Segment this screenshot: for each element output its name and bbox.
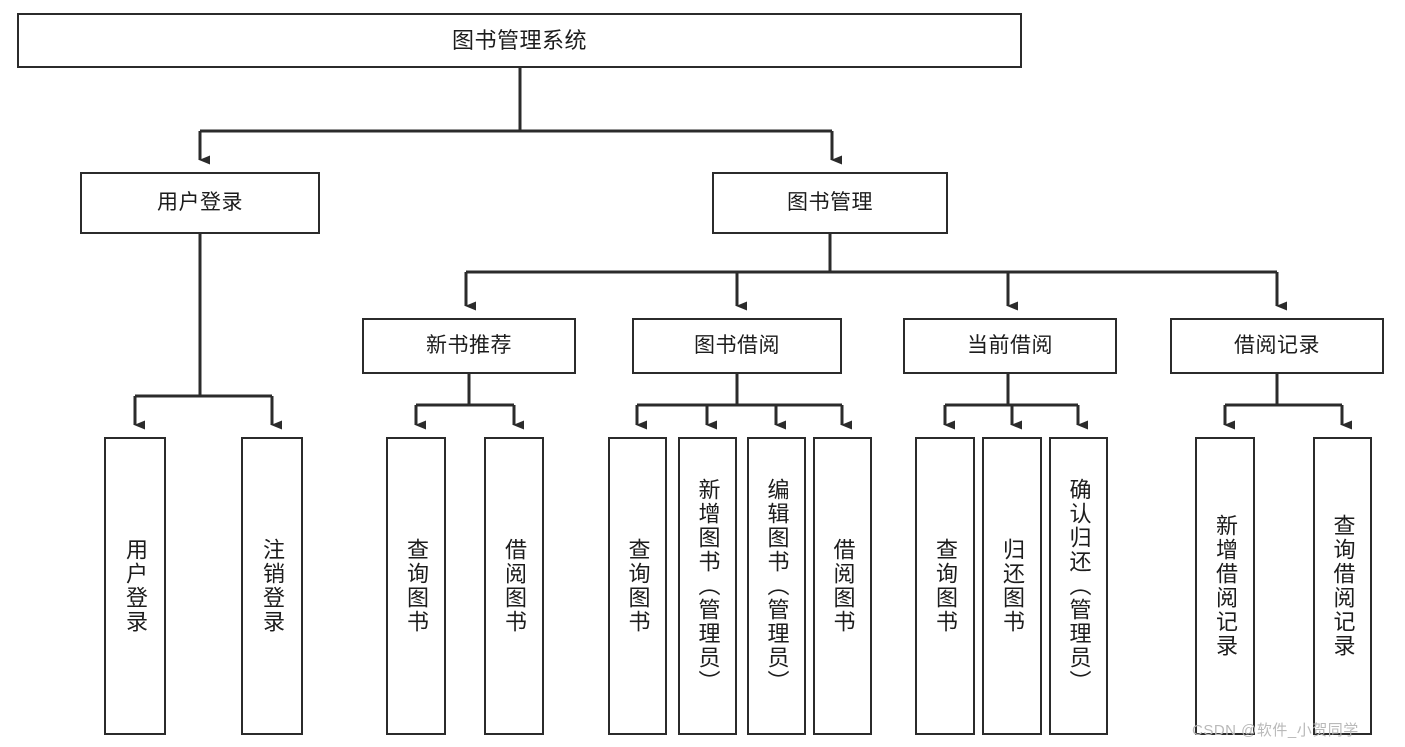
node-label: 归还图书	[1000, 538, 1025, 634]
leaf-user-login[interactable]: 用户登录	[104, 437, 166, 735]
node-label: 确认归还（管理员）	[1066, 478, 1092, 694]
node-user-login[interactable]: 用户登录	[80, 172, 320, 234]
node-label: 查询图书	[625, 538, 651, 634]
node-label: 查询图书	[404, 538, 429, 634]
node-label: 查询借阅记录	[1330, 514, 1356, 658]
leaf-borrow-book[interactable]: 借阅图书	[813, 437, 872, 735]
connector-newbook-to-leaves	[414, 374, 524, 430]
node-borrow-records[interactable]: 借阅记录	[1170, 318, 1384, 374]
node-label: 查询图书	[933, 538, 958, 634]
node-label: 注销登录	[260, 538, 285, 634]
node-root-system[interactable]: 图书管理系统	[17, 13, 1022, 68]
leaf-edit-book-admin[interactable]: 编辑图书（管理员）	[747, 437, 806, 735]
node-label: 借阅图书	[830, 538, 856, 634]
leaf-query-book-current[interactable]: 查询图书	[915, 437, 975, 735]
node-label: 新增借阅记录	[1213, 514, 1238, 658]
csdn-watermark: CSDN @软件_小贺同学	[1192, 722, 1359, 739]
leaf-query-book-newbook[interactable]: 查询图书	[386, 437, 446, 735]
node-current-borrow[interactable]: 当前借阅	[903, 318, 1117, 374]
leaf-logout-login[interactable]: 注销登录	[241, 437, 303, 735]
leaf-borrow-book-newbook[interactable]: 借阅图书	[484, 437, 544, 735]
node-book-management[interactable]: 图书管理	[712, 172, 948, 234]
node-label: 图书借阅	[694, 333, 780, 357]
leaf-return-book[interactable]: 归还图书	[982, 437, 1042, 735]
node-label: 用户登录	[123, 538, 148, 634]
node-new-book-recommend[interactable]: 新书推荐	[362, 318, 576, 374]
node-label: 新书推荐	[426, 333, 512, 357]
node-book-borrow[interactable]: 图书借阅	[632, 318, 842, 374]
node-label: 新增图书（管理员）	[695, 478, 721, 694]
leaf-confirm-return-admin[interactable]: 确认归还（管理员）	[1049, 437, 1108, 735]
connector-root-to-level2	[198, 68, 842, 165]
connector-bookmgmt-to-level3	[464, 234, 1287, 311]
node-label: 借阅图书	[502, 538, 527, 634]
node-label: 图书管理	[787, 190, 873, 214]
node-label: 编辑图书（管理员）	[764, 478, 790, 694]
node-label: 图书管理系统	[451, 27, 587, 53]
node-label: 用户登录	[157, 190, 243, 214]
connector-current-to-leaves	[943, 374, 1088, 430]
leaf-query-borrow-record[interactable]: 查询借阅记录	[1313, 437, 1372, 735]
connector-records-to-leaves	[1223, 374, 1352, 430]
node-label: 当前借阅	[967, 333, 1053, 357]
leaf-add-borrow-record[interactable]: 新增借阅记录	[1195, 437, 1255, 735]
connector-userlogin-to-leaves	[133, 234, 282, 430]
leaf-add-book-admin[interactable]: 新增图书（管理员）	[678, 437, 737, 735]
node-label: 借阅记录	[1234, 333, 1320, 357]
leaf-query-book-borrow[interactable]: 查询图书	[608, 437, 667, 735]
connector-borrow-to-leaves	[635, 374, 852, 430]
